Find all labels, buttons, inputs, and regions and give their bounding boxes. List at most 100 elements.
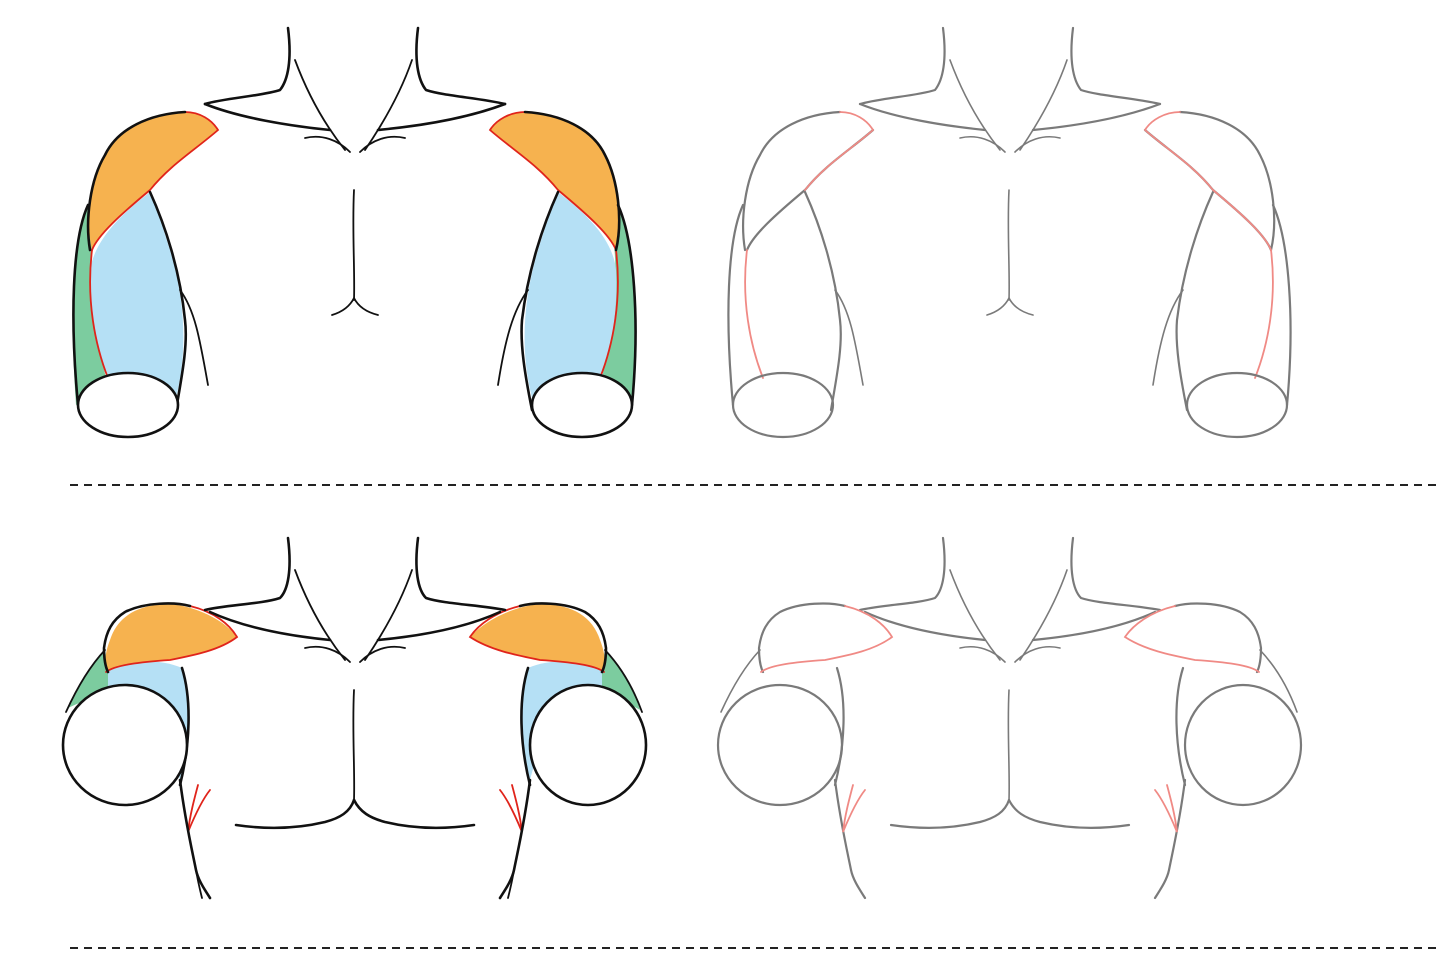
deltoid-edge-left <box>804 111 875 191</box>
lat-line-right <box>1152 289 1184 386</box>
upper-arm-top-right <box>1259 649 1298 713</box>
deltoid-outline-right <box>523 110 621 252</box>
trapezius-line-right <box>1031 102 1162 132</box>
shoulder-outline-left <box>757 602 847 674</box>
neck-inner-left <box>949 569 1001 661</box>
shoulder-outline-right <box>1173 602 1263 674</box>
trapezius-line-left <box>208 610 332 642</box>
upper-arm-top-left <box>65 649 106 713</box>
deltoid-outline-left <box>86 110 187 252</box>
serratus-edge-left <box>842 784 866 833</box>
arm-outer-left <box>72 203 90 407</box>
sternum-fork <box>331 297 379 316</box>
neck-inner-right <box>364 569 413 661</box>
pectoral-right <box>1007 798 1131 829</box>
pectoral-right <box>352 798 476 830</box>
arm-underside-right <box>1175 666 1187 787</box>
biceps-edge-left <box>89 249 109 379</box>
arm-cross-section-right <box>1185 371 1289 439</box>
upper-arm-top-right <box>604 649 643 713</box>
biceps-edge-right <box>599 249 619 379</box>
panel-arms-raised-lineart <box>716 536 1303 900</box>
lat-line-right <box>497 289 529 386</box>
deltoid-edge-left <box>91 111 220 251</box>
deltoid-right <box>470 604 605 672</box>
arm-cross-section-left <box>61 683 189 807</box>
serratus-edge-left <box>187 784 211 833</box>
lat-line-left <box>179 289 209 386</box>
torso-side-right <box>1153 778 1187 900</box>
clavicle-right <box>359 135 406 153</box>
biceps-edge-right <box>1254 249 1274 379</box>
sternum-line <box>352 689 356 801</box>
panel-arms-down-lineart <box>727 26 1292 439</box>
deltoid-edge-right <box>468 605 605 673</box>
pectoral-left <box>234 798 356 830</box>
neck-right <box>415 26 507 106</box>
deltoid-left <box>88 112 218 250</box>
arm-inner-left <box>803 190 842 412</box>
biceps-right <box>524 192 617 398</box>
clavicle-left <box>959 646 1006 663</box>
shoulder-outline-left <box>102 602 192 674</box>
torso-inner-left <box>195 869 203 899</box>
neck-left <box>203 536 291 612</box>
trapezius-line-right <box>376 102 507 132</box>
neck-left <box>203 26 291 106</box>
sternum-line <box>1007 189 1011 301</box>
arm-cross-section-right <box>1183 683 1303 807</box>
arm-cross-section-left <box>76 371 180 439</box>
arm-inner-right <box>520 190 560 412</box>
arm-inner-right <box>1175 190 1215 412</box>
deltoid-edge-left <box>760 605 894 673</box>
arm-cross-section-right <box>528 683 648 807</box>
panel-arms-down-colored <box>72 26 637 439</box>
clavicle-left <box>304 645 351 663</box>
serratus-edge-right <box>1154 784 1178 833</box>
neck-right <box>1070 26 1162 106</box>
arm-outer-right <box>1271 203 1292 407</box>
neck-inner-left <box>949 59 1001 151</box>
torso-side-left <box>833 778 867 900</box>
clavicle-right <box>1014 646 1061 663</box>
clavicle-right <box>359 645 406 663</box>
neck-left <box>858 26 946 106</box>
deltoid-left <box>105 604 237 672</box>
biceps-left <box>89 192 184 398</box>
torso-inner-right <box>507 869 515 899</box>
arm-underside-right <box>520 666 532 787</box>
neck-inner-left <box>294 59 346 151</box>
lat-line-left <box>834 289 864 386</box>
arm-outer-right <box>616 203 637 407</box>
deltoid-edge-right <box>1123 605 1260 673</box>
sternum-line <box>352 189 356 301</box>
deltoid-front-line-right <box>1143 128 1273 252</box>
deltoid-front-line-left <box>745 128 875 252</box>
arm-cross-section-left <box>731 371 835 439</box>
arm-outer-left <box>727 203 745 407</box>
deltoid-edge-left <box>105 605 239 673</box>
upper-arm-top-left <box>720 649 761 713</box>
clavicle-left <box>959 136 1006 153</box>
shoulder-outline-right <box>518 602 608 674</box>
deltoid-edge-right <box>1143 111 1272 251</box>
deltoid-right <box>490 112 620 250</box>
deltoid-outline-left <box>742 110 842 252</box>
trapezius-line-left <box>203 102 332 132</box>
trapezius-line-right <box>1031 610 1157 642</box>
arm-cross-section-right <box>530 371 634 439</box>
clavicle-left <box>304 135 351 153</box>
trapezius-line-left <box>863 610 987 642</box>
neck-inner-right <box>364 59 413 151</box>
clavicle-right <box>1014 136 1061 153</box>
deltoid-outline-right <box>1178 110 1276 252</box>
biceps-edge-left <box>744 249 764 379</box>
deltoid-edge-right <box>488 111 617 251</box>
panel-arms-raised-colored <box>61 536 648 900</box>
neck-left <box>858 536 946 612</box>
neck-inner-right <box>1019 569 1068 661</box>
serratus-edge-right <box>499 784 523 833</box>
arm-underside-left <box>178 666 190 787</box>
